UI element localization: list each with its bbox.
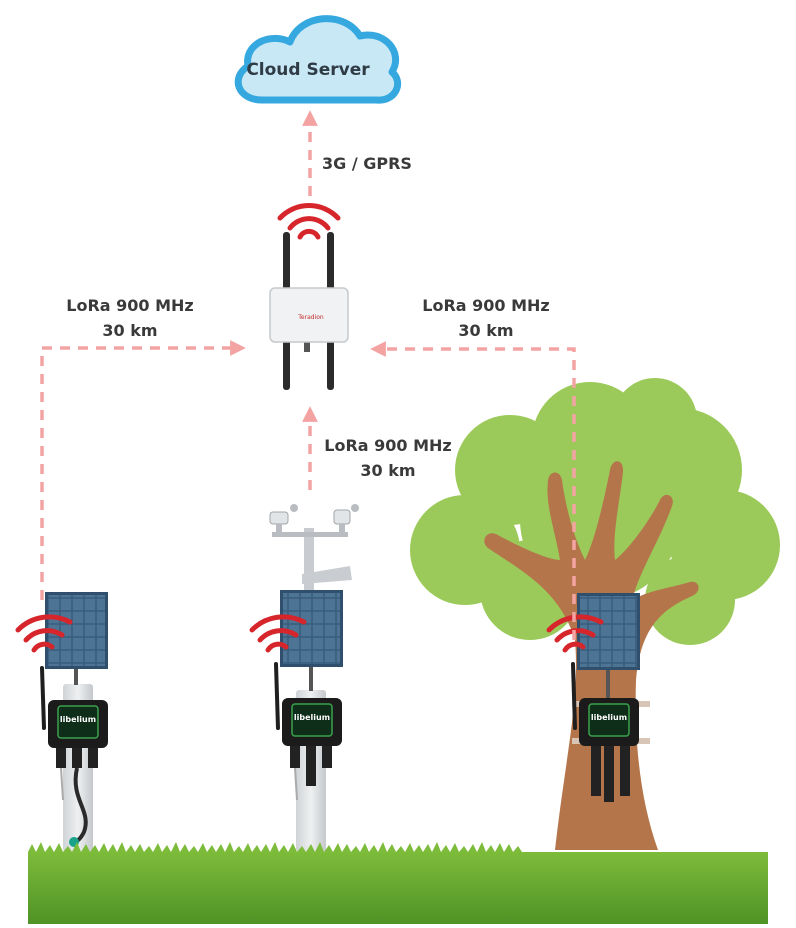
- left-link-protocol: LoRa 900 MHz: [66, 296, 194, 315]
- center-node-brand: libelium: [294, 713, 330, 722]
- grass-ground: [28, 842, 768, 924]
- gateway-cloud-protocol: 3G / GPRS: [322, 154, 412, 173]
- center-link-range: 30 km: [360, 461, 416, 480]
- center-link-label: LoRa 900 MHz 30 km: [318, 433, 458, 483]
- left-solar-panel: [45, 592, 108, 685]
- weather-station: [269, 504, 359, 584]
- gateway-brand: Teradion: [297, 314, 324, 321]
- right-sensor-node: libelium: [571, 662, 639, 802]
- arrow-left-to-gateway: [40, 340, 246, 600]
- arrow-right-to-gateway: [370, 341, 576, 640]
- cloud-shape: [234, 15, 401, 104]
- center-node-wifi-icon: [249, 614, 307, 653]
- weather-mast: [304, 528, 314, 592]
- gateway-cloud-link-label: 3G / GPRS: [322, 151, 412, 176]
- gateway-wifi-icon: [277, 203, 341, 240]
- right-node-brand: libelium: [591, 713, 627, 722]
- right-link-label: LoRa 900 MHz 30 km: [416, 293, 556, 343]
- tree: [410, 378, 780, 850]
- left-link-range: 30 km: [102, 321, 158, 340]
- tree-canopy: [410, 378, 780, 645]
- cloud-server-label: Cloud Server: [246, 60, 370, 80]
- center-link-protocol: LoRa 900 MHz: [324, 436, 452, 455]
- cloud-server: [234, 15, 401, 104]
- center-sensor-node: libelium: [274, 662, 342, 801]
- right-link-range: 30 km: [458, 321, 514, 340]
- link-arrows: [40, 110, 576, 640]
- left-node-brand: libelium: [60, 715, 96, 724]
- left-node-wifi-icon: [15, 614, 73, 653]
- gateway: Teradion: [269, 232, 349, 390]
- left-sensor-node: libelium: [40, 666, 108, 847]
- right-link-protocol: LoRa 900 MHz: [422, 296, 550, 315]
- left-link-label: LoRa 900 MHz 30 km: [60, 293, 200, 343]
- center-solar-panel: [280, 590, 343, 691]
